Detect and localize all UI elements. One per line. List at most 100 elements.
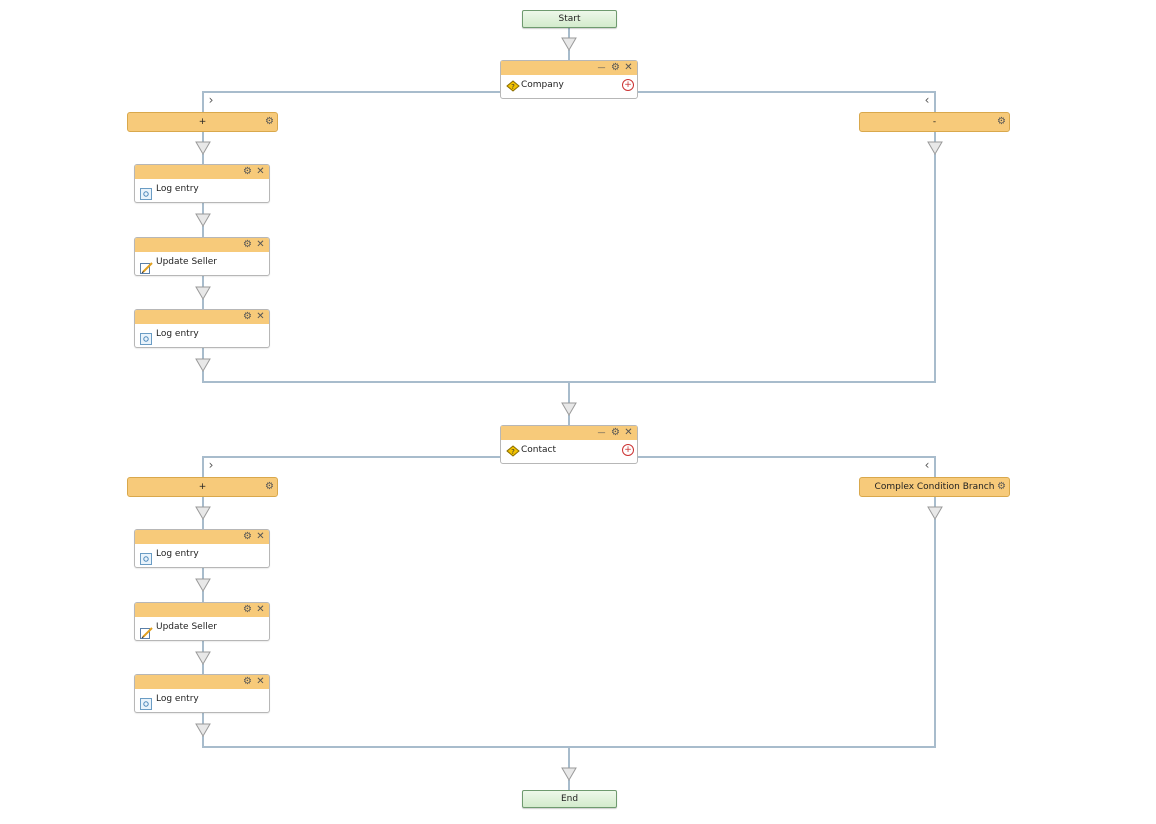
step-log-entry[interactable]: ⚙ ✕ Log entry (134, 164, 270, 203)
gear-icon[interactable]: ⚙ (997, 116, 1006, 127)
branch-label: Complex Condition Branch (874, 482, 995, 492)
flow-arrow-icon (927, 141, 943, 155)
connector (568, 26, 570, 38)
flow-arrow-icon (195, 651, 211, 665)
condition-node-company[interactable]: — ⚙ ✕ ? Company + (500, 60, 638, 99)
log-icon (140, 553, 152, 565)
connector (934, 132, 936, 142)
connector (637, 456, 936, 458)
branch-label: + (198, 482, 207, 492)
flow-arrow-icon (195, 213, 211, 227)
minimize-icon[interactable]: — (597, 63, 606, 72)
chevron-right-icon[interactable]: › (208, 93, 214, 107)
connector (202, 276, 204, 287)
end-node[interactable]: End (522, 790, 617, 808)
edit-icon (140, 626, 153, 639)
gear-icon[interactable]: ⚙ (243, 311, 252, 322)
add-branch-icon[interactable]: + (622, 79, 634, 91)
gear-icon[interactable]: ⚙ (243, 166, 252, 177)
gear-icon[interactable]: ⚙ (997, 481, 1006, 492)
connector (202, 519, 204, 529)
connector (202, 91, 501, 93)
step-label: Log entry (156, 329, 199, 339)
close-icon[interactable]: ✕ (256, 166, 265, 177)
flow-arrow-icon (927, 506, 943, 520)
gear-icon[interactable]: ⚙ (243, 239, 252, 250)
branch-plus[interactable]: + ⚙ (127, 112, 278, 132)
connector (568, 50, 570, 61)
gear-icon[interactable]: ⚙ (611, 62, 620, 73)
connector (568, 780, 570, 790)
gear-icon[interactable]: ⚙ (243, 604, 252, 615)
connector (202, 713, 204, 724)
step-log-entry[interactable]: ⚙ ✕ Log entry (134, 529, 270, 568)
node-header: ⚙ ✕ (135, 675, 269, 689)
close-icon[interactable]: ✕ (256, 604, 265, 615)
condition-label: Contact (521, 445, 557, 455)
branch-minus[interactable]: - ⚙ (859, 112, 1010, 132)
gear-icon[interactable]: ⚙ (243, 531, 252, 542)
step-update-seller[interactable]: ⚙ ✕ Update Seller (134, 602, 270, 641)
node-header: ⚙ ✕ (135, 310, 269, 324)
step-update-seller[interactable]: ⚙ ✕ Update Seller (134, 237, 270, 276)
step-label: Log entry (156, 549, 199, 559)
connector (934, 519, 936, 748)
minimize-icon[interactable]: — (597, 428, 606, 437)
close-icon[interactable]: ✕ (624, 62, 633, 73)
connector (202, 132, 204, 142)
connector (934, 91, 936, 113)
connector (202, 497, 204, 507)
connector (637, 91, 936, 93)
connector (202, 591, 204, 602)
connector (202, 91, 204, 113)
connector (202, 456, 501, 458)
node-header: ⚙ ✕ (135, 603, 269, 617)
connector (202, 154, 204, 164)
condition-node-contact[interactable]: — ⚙ ✕ ? Contact + (500, 425, 638, 464)
node-header: ⚙ ✕ (135, 238, 269, 252)
chevron-left-icon[interactable]: ‹ (924, 458, 930, 472)
step-label: Log entry (156, 694, 199, 704)
close-icon[interactable]: ✕ (256, 239, 265, 250)
close-icon[interactable]: ✕ (624, 427, 633, 438)
connector (202, 664, 204, 674)
gear-icon[interactable]: ⚙ (265, 116, 274, 127)
connector (568, 381, 570, 403)
flow-arrow-icon (195, 578, 211, 592)
close-icon[interactable]: ✕ (256, 311, 265, 322)
svg-text:?: ? (511, 83, 515, 91)
step-log-entry[interactable]: ⚙ ✕ Log entry (134, 309, 270, 348)
log-icon (140, 698, 152, 710)
close-icon[interactable]: ✕ (256, 676, 265, 687)
chevron-left-icon[interactable]: ‹ (924, 93, 930, 107)
node-header: — ⚙ ✕ (501, 426, 637, 440)
connector (568, 415, 570, 426)
gear-icon[interactable]: ⚙ (243, 676, 252, 687)
connector (202, 348, 204, 359)
step-log-entry[interactable]: ⚙ ✕ Log entry (134, 674, 270, 713)
chevron-right-icon[interactable]: › (208, 458, 214, 472)
flow-arrow-icon (195, 141, 211, 155)
condition-icon: ? (506, 80, 520, 92)
condition-label: Company (521, 80, 564, 90)
step-label: Log entry (156, 184, 199, 194)
step-label: Update Seller (156, 257, 217, 267)
add-branch-icon[interactable]: + (622, 444, 634, 456)
flow-arrow-icon (561, 402, 577, 416)
flow-arrow-icon (195, 506, 211, 520)
close-icon[interactable]: ✕ (256, 531, 265, 542)
connector (202, 641, 204, 652)
flow-arrow-icon (195, 286, 211, 300)
gear-icon[interactable]: ⚙ (265, 481, 274, 492)
gear-icon[interactable]: ⚙ (611, 427, 620, 438)
start-node[interactable]: Start (522, 10, 617, 28)
connector (934, 497, 936, 507)
branch-plus[interactable]: + ⚙ (127, 477, 278, 497)
condition-icon: ? (506, 445, 520, 457)
branch-complex-condition[interactable]: Complex Condition Branch ⚙ (859, 477, 1010, 497)
connector (202, 736, 204, 748)
connector (202, 203, 204, 214)
edit-icon (140, 261, 153, 274)
connector (934, 154, 936, 383)
